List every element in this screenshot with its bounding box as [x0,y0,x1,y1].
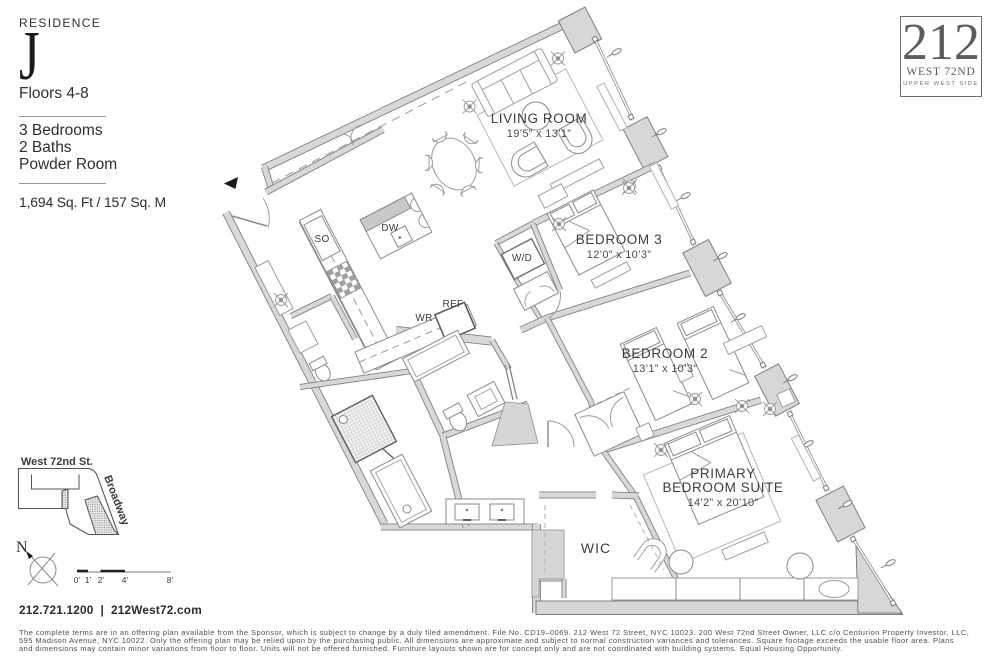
svg-text:N: N [16,539,28,556]
svg-text:SO: SO [314,234,329,245]
svg-text:0’: 0’ [74,575,81,585]
svg-text:14’2” x 20’10”: 14’2” x 20’10” [688,497,759,509]
svg-text:BEDROOM SUITE: BEDROOM SUITE [662,480,783,495]
svg-text:West 72nd St.: West 72nd St. [21,456,93,468]
svg-text:12’0” x 10’3”: 12’0” x 10’3” [587,249,651,261]
svg-text:1’: 1’ [85,575,92,585]
svg-text:PRIMARY: PRIMARY [690,466,755,481]
svg-text:13’1” x 10’3”: 13’1” x 10’3” [633,363,697,375]
svg-text:REF: REF [443,299,464,310]
svg-text:LIVING ROOM: LIVING ROOM [491,111,588,126]
svg-text:2’: 2’ [98,575,105,585]
svg-text:WIC: WIC [581,540,611,556]
svg-text:19’5” x 13’1”: 19’5” x 13’1” [507,128,571,140]
svg-text:WR: WR [415,313,432,324]
svg-text:BEDROOM 3: BEDROOM 3 [576,232,662,247]
svg-text:W/D: W/D [512,253,532,264]
svg-text:8’: 8’ [167,575,174,585]
svg-text:DW: DW [381,223,399,234]
svg-text:BEDROOM 2: BEDROOM 2 [622,346,708,361]
svg-text:4’: 4’ [122,575,129,585]
